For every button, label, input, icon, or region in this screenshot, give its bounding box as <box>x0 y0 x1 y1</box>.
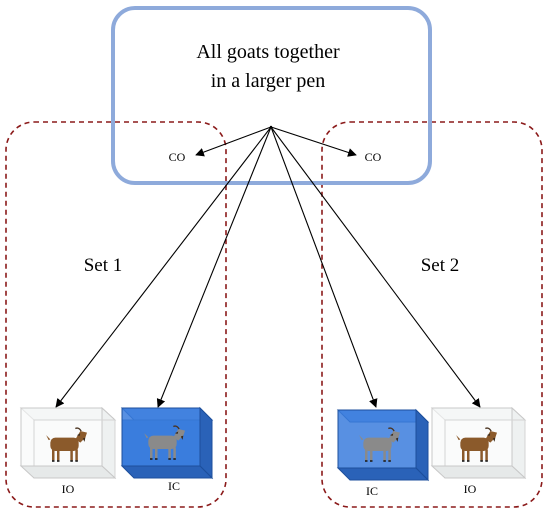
arrow-to-set2-ic <box>270 126 378 408</box>
co-label-left: CO <box>169 150 186 164</box>
arrow-to-co-left <box>195 126 272 157</box>
arrow-hub <box>269 125 273 129</box>
co-label-right: CO <box>365 150 382 164</box>
pen-title-line1: All goats together <box>196 41 340 63</box>
arrows <box>55 126 481 408</box>
set1-ic-label: IC <box>168 479 180 493</box>
set2-ic-enclosure <box>336 408 430 482</box>
set2-io-enclosure <box>430 406 527 480</box>
set1-io-enclosure <box>19 406 117 480</box>
set2-io-label: IO <box>464 482 477 496</box>
set1-ic-enclosure <box>120 406 214 480</box>
set1-io-label: IO <box>62 482 75 496</box>
set-1-label: Set 1 <box>84 255 123 276</box>
pen-title-line2: in a larger pen <box>211 70 326 92</box>
set2-ic-label: IC <box>366 484 378 498</box>
set-1-container <box>5 121 227 508</box>
arrow-to-co-right <box>270 126 357 157</box>
arrow-to-set2-io <box>270 126 481 408</box>
arrow-to-set1-ic <box>156 126 272 408</box>
set-2-label: Set 2 <box>421 255 460 276</box>
arrow-to-set1-io <box>55 126 272 408</box>
larger-pen-box <box>111 6 432 185</box>
